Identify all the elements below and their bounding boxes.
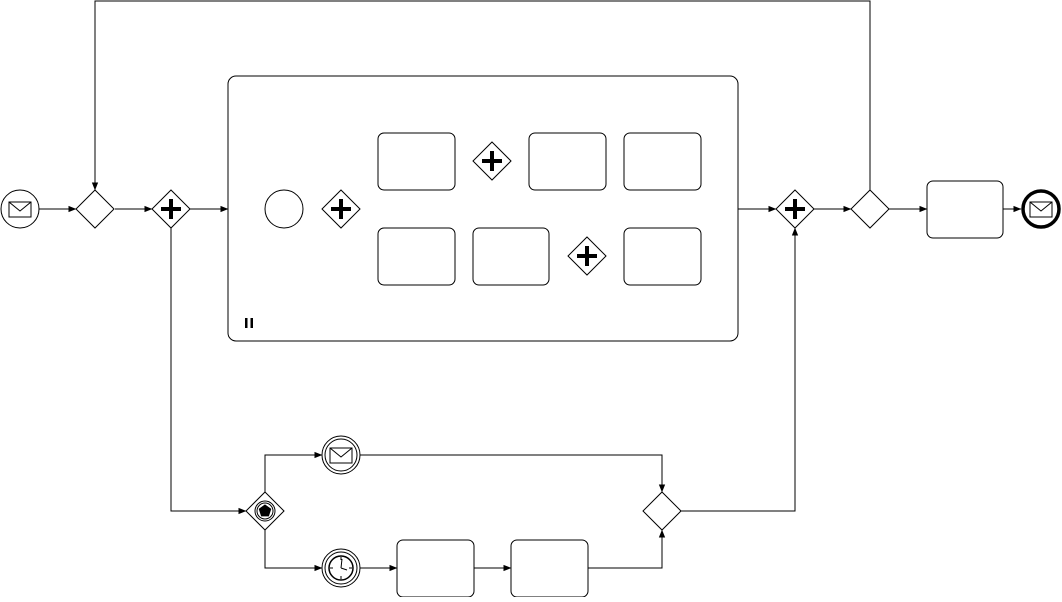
final-task[interactable] — [926, 180, 1004, 239]
sub-parallel-fork-gateway[interactable] — [567, 236, 607, 276]
sub-start-event[interactable] — [264, 189, 304, 229]
sub-task-6[interactable] — [623, 227, 702, 286]
sub-parallel-split-gateway[interactable] — [321, 189, 361, 229]
decision-exclusive-gateway[interactable] — [850, 189, 890, 229]
plus-icon — [785, 199, 805, 219]
sub-task-4[interactable] — [377, 227, 456, 286]
timer-task-2[interactable] — [510, 539, 589, 598]
flow-event-gateway-to-message-catch[interactable] — [264, 451, 323, 492]
loop-exclusive-gateway[interactable] — [75, 189, 115, 229]
flow-merge-to-parallel-join[interactable] — [681, 227, 799, 512]
envelope-icon — [329, 447, 353, 464]
plus-icon — [161, 199, 181, 219]
intermediate-message-catch-event[interactable] — [321, 435, 361, 475]
plus-icon — [331, 199, 351, 219]
main-parallel-split-gateway[interactable] — [151, 189, 191, 229]
pentagon-icon — [258, 504, 272, 517]
flow-event-gateway-to-timer-catch[interactable] — [264, 530, 323, 572]
merge-exclusive-gateway[interactable] — [642, 491, 682, 531]
flow-message-catch-to-merge[interactable] — [360, 454, 666, 493]
envelope-icon — [8, 201, 32, 218]
flow-parallel-split-to-event-gateway[interactable] — [170, 228, 247, 515]
flow-timer-task-2-to-merge[interactable] — [588, 529, 666, 569]
plus-icon — [482, 151, 502, 171]
sub-task-1[interactable] — [377, 132, 456, 191]
timer-task-1[interactable] — [396, 539, 475, 598]
flow-decision-loop-back[interactable] — [91, 0, 871, 191]
start-message-event[interactable] — [0, 189, 40, 229]
sub-task-3[interactable] — [623, 132, 702, 191]
sub-task-5[interactable] — [472, 227, 550, 286]
main-parallel-join-gateway[interactable] — [775, 189, 815, 229]
intermediate-timer-catch-event[interactable] — [321, 548, 361, 588]
sub-parallel-join-gateway[interactable] — [472, 141, 512, 181]
clock-icon — [328, 555, 354, 581]
envelope-icon — [1029, 201, 1053, 218]
end-message-event[interactable] — [1021, 189, 1061, 229]
parallel-multi-instance-icon — [245, 318, 253, 328]
plus-icon — [577, 246, 597, 266]
subprocess[interactable] — [227, 75, 739, 342]
event-based-gateway[interactable] — [245, 491, 285, 531]
sub-task-2[interactable] — [528, 132, 607, 191]
